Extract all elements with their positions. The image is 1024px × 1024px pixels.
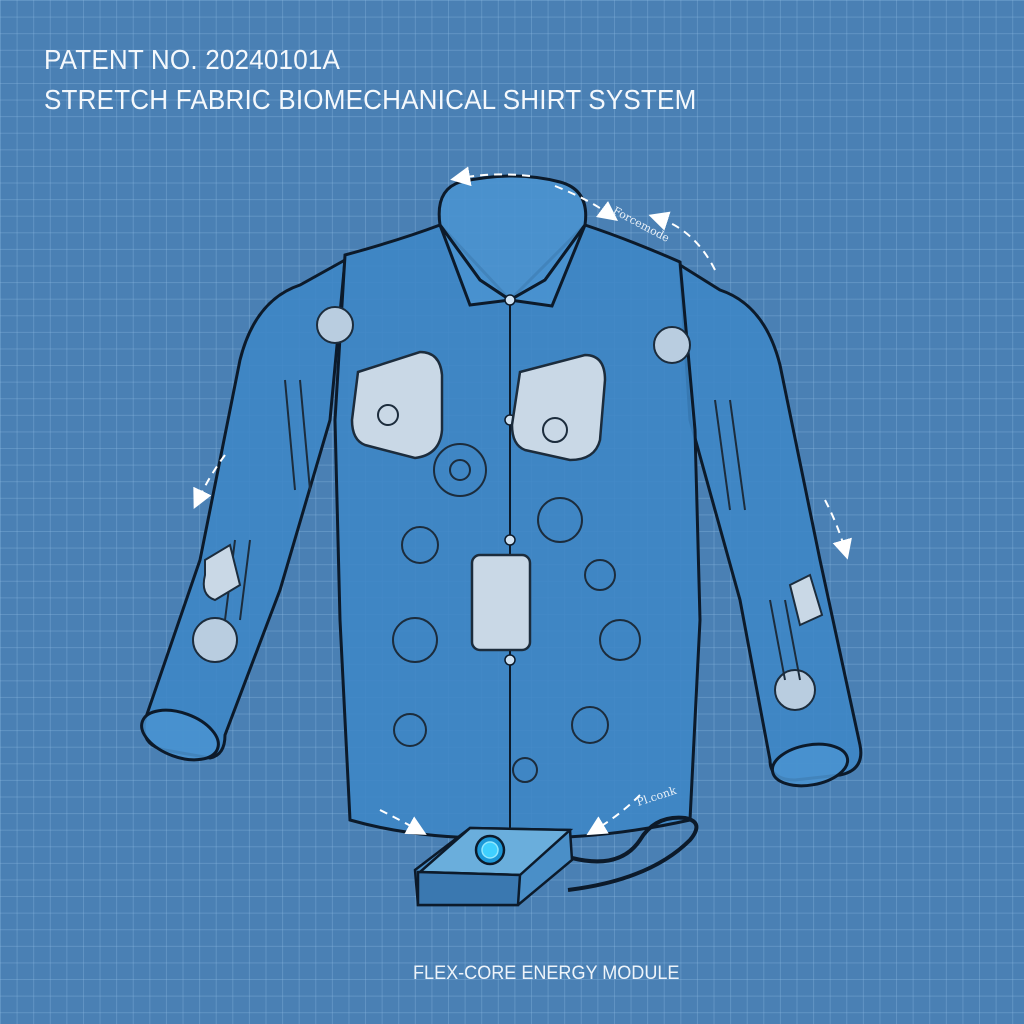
sleeve-springs [224, 379, 801, 681]
gears [377, 404, 641, 783]
motion-arrows [193, 166, 852, 836]
shirt-body [140, 174, 863, 840]
module-caption: FLEX-CORE ENERGY MODULE [413, 963, 680, 984]
shoulder-joints [192, 306, 816, 711]
energy-module [413, 815, 699, 907]
sleeve-pads [202, 543, 824, 627]
patent-title: STRETCH FABRIC BIOMECHANICAL SHIRT SYSTE… [44, 84, 697, 115]
patent-number: PATENT NO. 20240101A [44, 44, 341, 75]
chest-plates [350, 350, 607, 652]
